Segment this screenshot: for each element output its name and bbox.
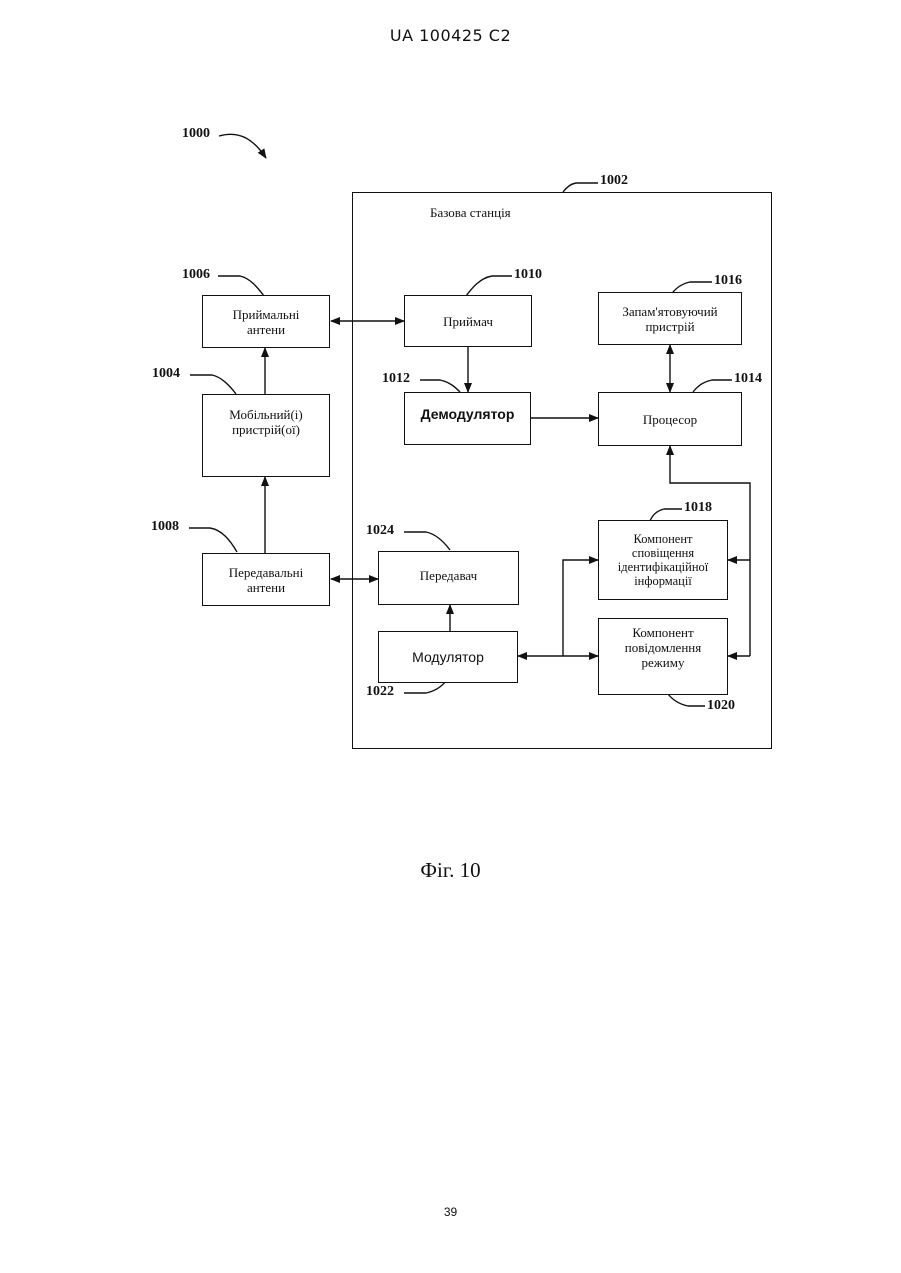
demodulator-block: Демодулятор <box>404 392 531 445</box>
transmitter-block: Передавач <box>378 551 519 605</box>
leader-1004 <box>190 375 236 394</box>
memory-block: Запам'ятовуючий пристрій <box>598 292 742 345</box>
system-ref-arrow <box>219 134 266 158</box>
leader-1002 <box>563 183 598 192</box>
mobile-device-block: Мобільний(і) пристрій(ої) <box>202 394 330 477</box>
ref-1004: 1004 <box>152 366 180 382</box>
ref-1006: 1006 <box>182 267 210 283</box>
processor-block: Процесор <box>598 392 742 446</box>
ref-1018: 1018 <box>684 500 712 516</box>
page-number: 39 <box>0 1205 901 1219</box>
leader-1008 <box>189 528 237 552</box>
ref-1012: 1012 <box>382 371 410 387</box>
receive-antennas-block: Приймальні антени <box>202 295 330 348</box>
ref-1002: 1002 <box>600 173 628 189</box>
ref-1022: 1022 <box>366 684 394 700</box>
mode-report-component-block: Компонент повідомлення режиму <box>598 618 728 695</box>
receiver-block: Приймач <box>404 295 532 347</box>
leader-1006 <box>218 276 264 296</box>
ref-1024: 1024 <box>366 523 394 539</box>
transmit-antennas-block: Передавальні антени <box>202 553 330 606</box>
base-station-title: Базова станція <box>430 205 511 221</box>
ref-1014: 1014 <box>734 371 762 387</box>
figure-caption: Фіг. 10 <box>0 858 901 883</box>
ref-1008: 1008 <box>151 519 179 535</box>
ref-1000: 1000 <box>182 126 210 142</box>
ref-1010: 1010 <box>514 267 542 283</box>
id-notification-component-block: Компонент сповіщення ідентифікаційної ін… <box>598 520 728 600</box>
ref-1016: 1016 <box>714 273 742 289</box>
ref-1020: 1020 <box>707 698 735 714</box>
modulator-block: Модулятор <box>378 631 518 683</box>
